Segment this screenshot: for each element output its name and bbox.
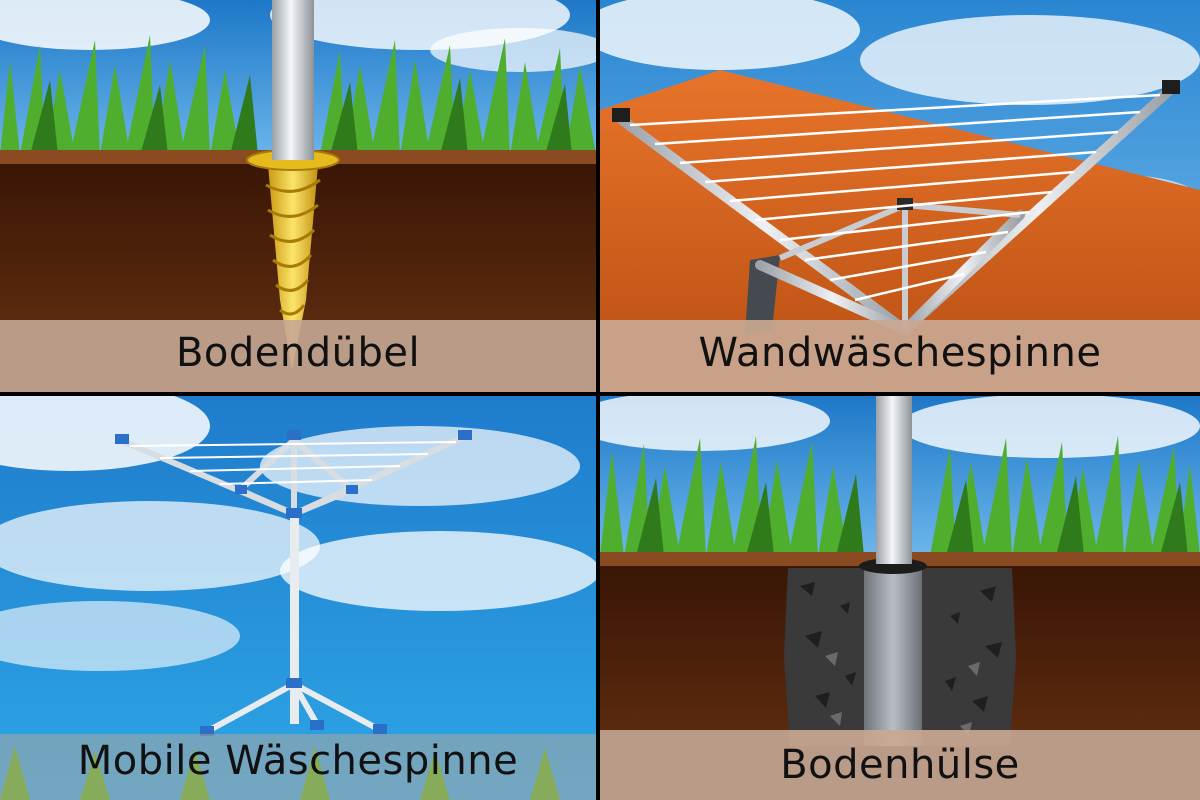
panel-bodenduebel: Bodendübel: [0, 0, 596, 392]
bodenhuelse-illustration: [600, 396, 1200, 800]
panel-mobile-waeschespinne: Mobile Wäschespinne: [0, 396, 596, 800]
panel-bodenhuelse: Bodenhülse: [600, 396, 1200, 800]
label-wandwaeschespinne: Wandwäschespinne: [698, 330, 1102, 376]
panel-wandwaeschespinne: Wandwäschespinne: [600, 0, 1200, 392]
wandwaeschespinne-illustration: [600, 0, 1200, 392]
label-bodenduebel: Bodendübel: [175, 330, 421, 376]
bodenduebel-illustration: [0, 0, 596, 392]
label-bodenhuelse: Bodenhülse: [780, 742, 1020, 788]
mobile-waeschespinne-illustration: [0, 396, 596, 800]
label-mobile-waeschespinne: Mobile Wäschespinne: [77, 738, 519, 784]
